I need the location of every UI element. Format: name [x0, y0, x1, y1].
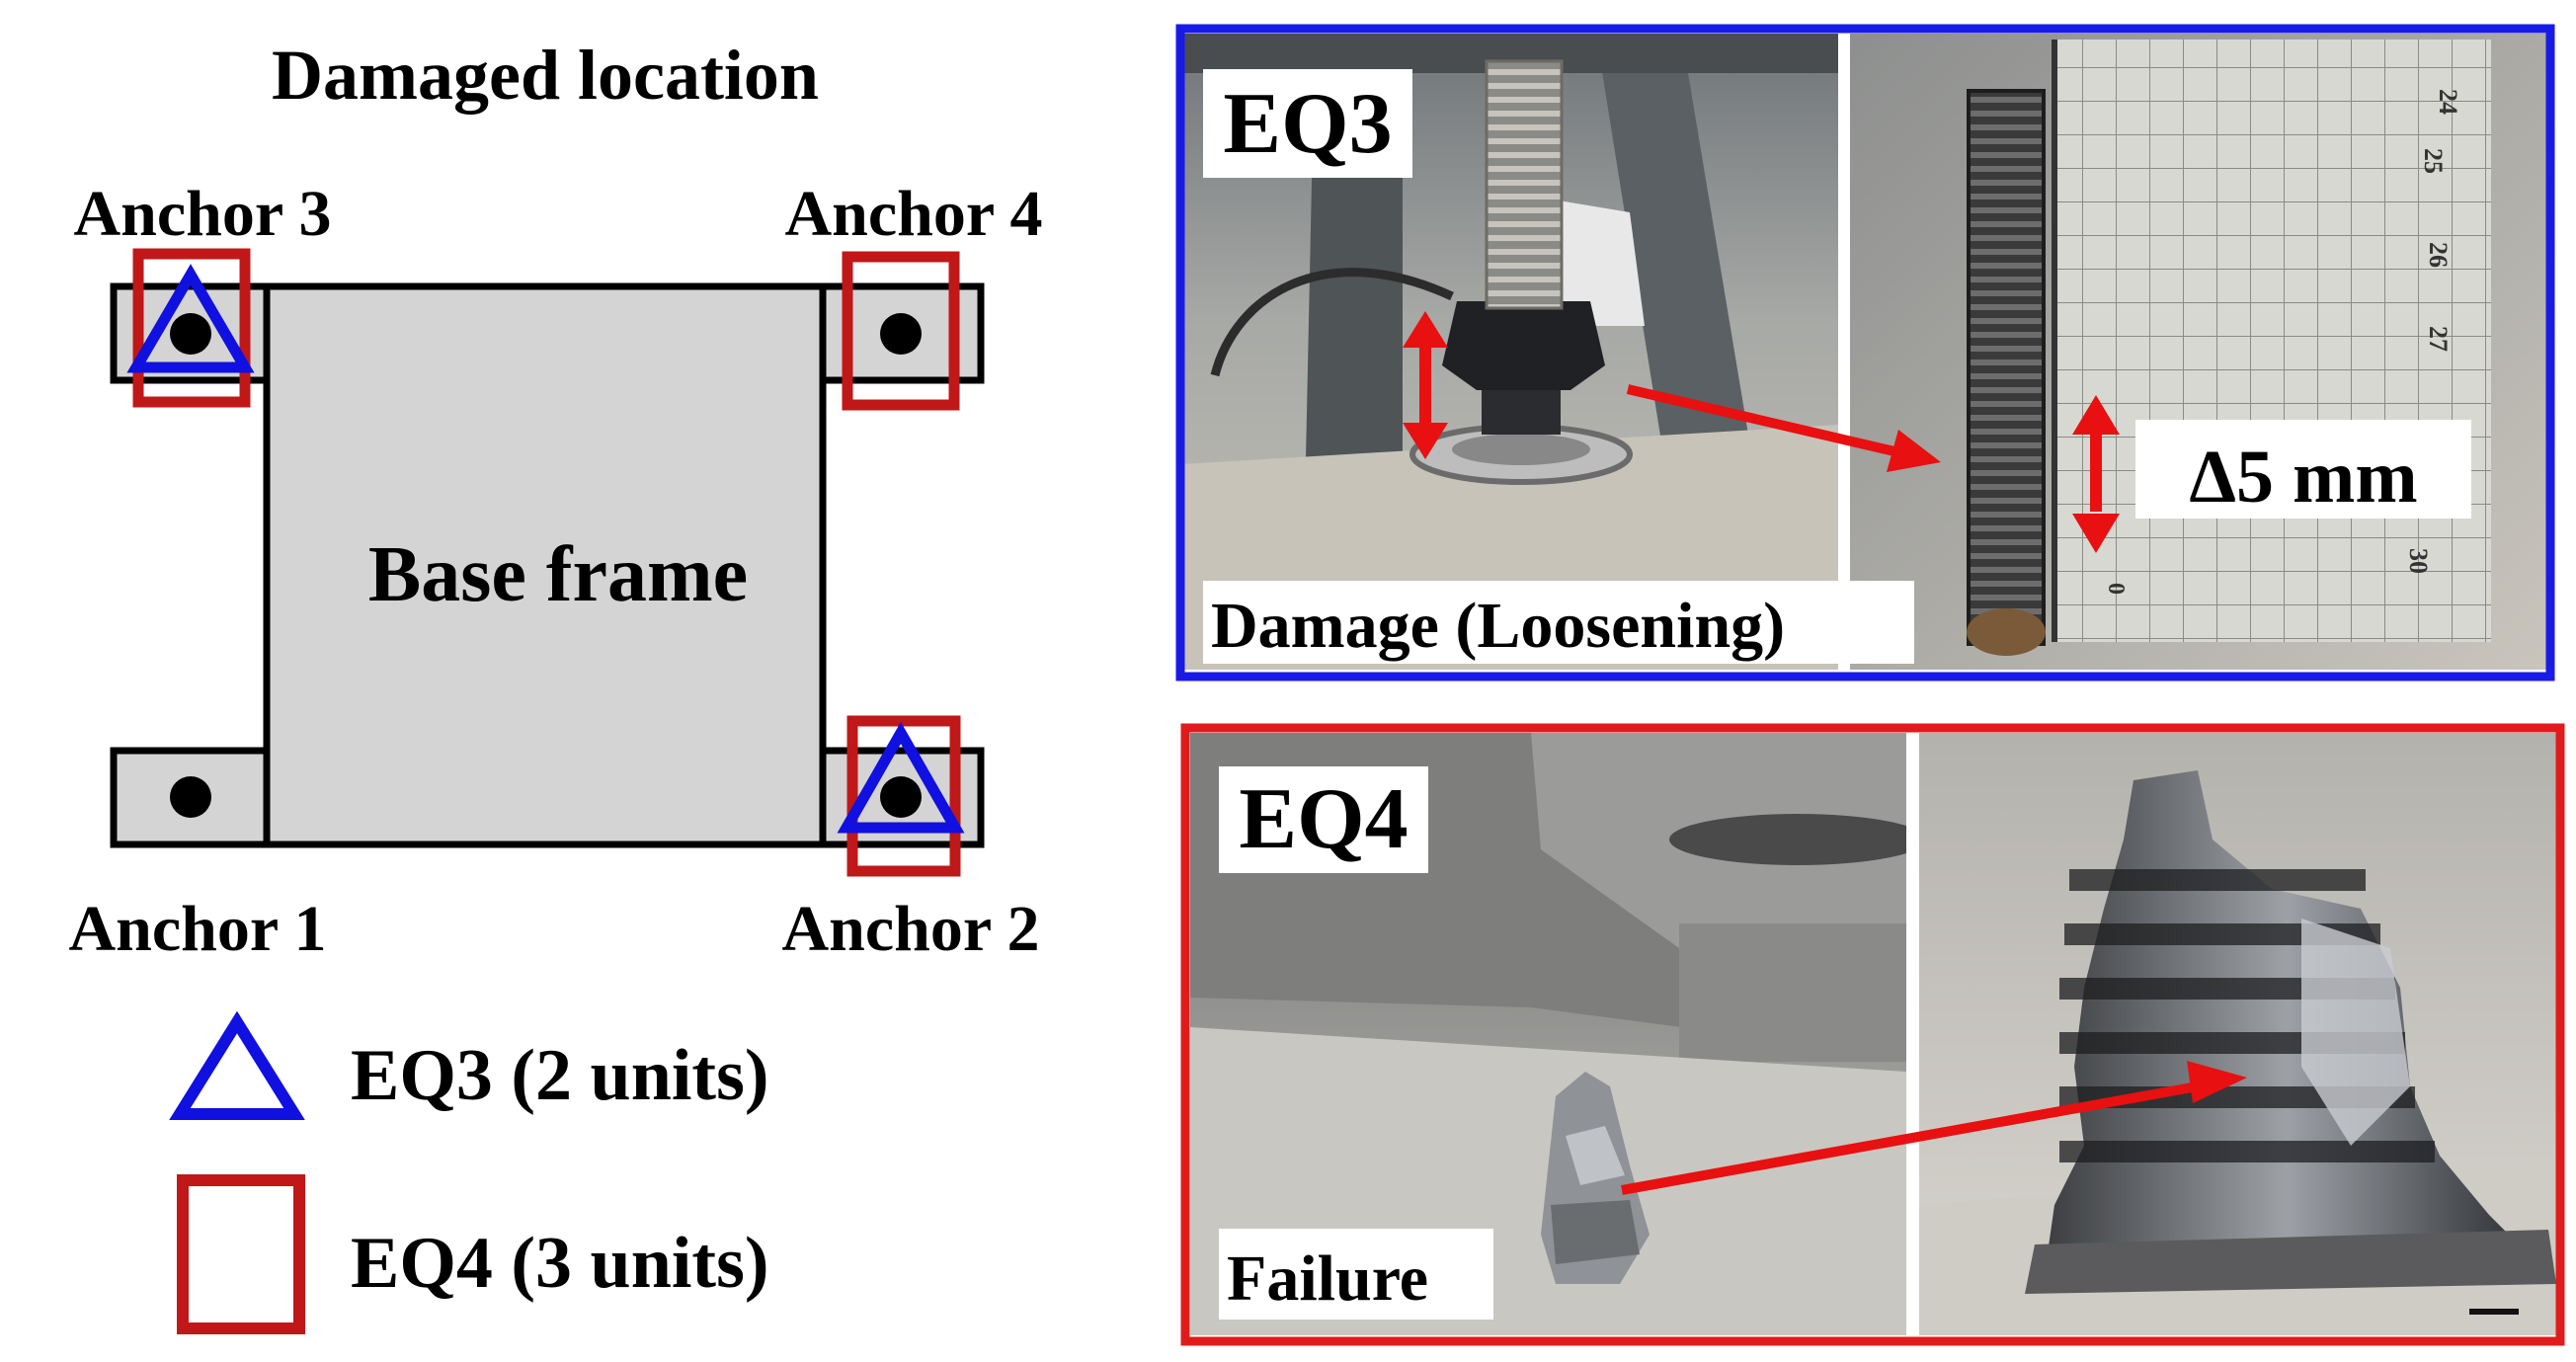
legend-eq3-label: EQ3 (2 units) — [351, 1035, 769, 1116]
eq4-panel-title: EQ4 — [1239, 771, 1408, 867]
legend-eq3-triangle-icon — [169, 1010, 305, 1120]
ruler-number-24: 24 — [2434, 89, 2462, 115]
ruler-number-30: 30 — [2404, 548, 2433, 574]
eq3-panel-title: EQ3 — [1223, 76, 1392, 172]
eq4-panel-caption: Failure — [1227, 1242, 1428, 1315]
eq4-broken-anchor-small — [1541, 1072, 1650, 1284]
eq3-measurement-label: Δ5 mm — [2189, 436, 2417, 519]
legend-eq4-square-icon — [177, 1174, 305, 1334]
anchor-3-bolt-icon — [170, 313, 211, 355]
legend-eq4-label: EQ4 (3 units) — [351, 1223, 769, 1304]
anchor-1-label: Anchor 1 — [69, 893, 327, 965]
anchor-2-bolt-icon — [880, 776, 922, 818]
anchor-1-bolt-icon — [170, 776, 211, 818]
legend: EQ3 (2 units) EQ4 (3 units) — [169, 1010, 769, 1334]
eq3-photo-panel: 24 25 26 27 0 30 Δ5 mm EQ3 — [1175, 24, 2555, 681]
eq4-photo-panel: EQ4 Failure — [1180, 723, 2565, 1346]
eq3-panel-caption: Damage (Loosening) — [1211, 590, 1785, 662]
ruler-number-25: 25 — [2419, 148, 2448, 174]
eq4-connector-arrow-icon — [1621, 1061, 2247, 1195]
base-frame — [263, 282, 827, 848]
eq3-title-box — [1203, 69, 1412, 178]
anchor-4-eq4-marker — [842, 251, 960, 411]
damaged-location-diagram: Damaged location Anchor 3 Anchor 4 Ancho… — [69, 36, 1043, 1334]
eq3-measurement-box — [2135, 420, 2471, 519]
anchor-4-bolt-icon — [880, 313, 922, 355]
eq4-title-box — [1219, 766, 1428, 873]
eq4-panel-border — [1180, 723, 2565, 1346]
anchor-2-eq4-marker — [846, 715, 961, 877]
ruler-number-0: 0 — [2103, 583, 2129, 595]
ruler-number-26: 26 — [2424, 242, 2453, 268]
eq4-caption-box — [1219, 1229, 1493, 1320]
eq4-photo-closeup — [1919, 733, 2556, 1335]
base-frame-label: Base frame — [368, 531, 748, 618]
ruler-number-27: 27 — [2424, 326, 2453, 352]
anchor-2-label: Anchor 2 — [782, 893, 1040, 965]
anchor-2-eq3-marker — [837, 721, 965, 834]
eq3-photo-ruler: 24 25 26 27 0 30 Δ5 mm — [1850, 34, 2551, 670]
eq3-connector-arrow-icon — [1626, 384, 1941, 472]
anchor-3-label: Anchor 3 — [74, 178, 332, 250]
eq3-measurement-arrow-icon — [2072, 395, 2120, 553]
anchor-4-label: Anchor 4 — [785, 178, 1043, 250]
anchor-3-eq3-marker — [126, 264, 255, 373]
diagram-title: Damaged location — [272, 36, 819, 115]
eq3-panel-border — [1175, 24, 2555, 681]
anchor-3-eq4-marker — [132, 248, 251, 408]
eq3-caption-box — [1203, 581, 1914, 664]
eq3-gap-arrow-icon — [1403, 311, 1448, 459]
